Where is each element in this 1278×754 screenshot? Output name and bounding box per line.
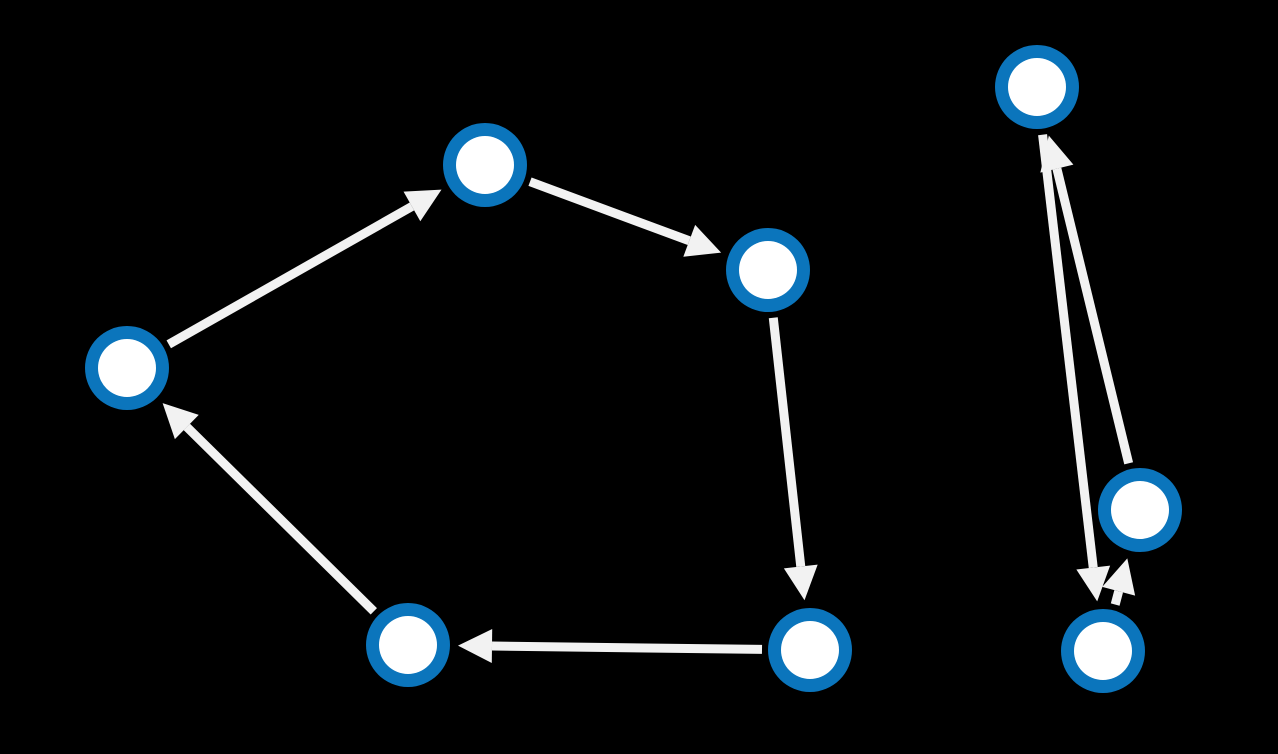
node-core: [379, 616, 437, 674]
arrowhead-icon: [683, 224, 722, 257]
graph-node[interactable]: [995, 45, 1079, 129]
graph-edge[interactable]: [166, 189, 442, 349]
graph-edge[interactable]: [1040, 135, 1134, 465]
arrowhead-icon: [783, 564, 818, 601]
arrowhead-icon: [403, 189, 442, 222]
node-core: [781, 621, 839, 679]
node-core: [1074, 622, 1132, 680]
nodes-layer: [85, 45, 1182, 693]
graph-node[interactable]: [85, 326, 169, 410]
graph-node[interactable]: [726, 228, 810, 312]
graph-edge[interactable]: [1102, 558, 1136, 606]
graph-node[interactable]: [1098, 468, 1182, 552]
graph-edge[interactable]: [528, 177, 722, 257]
arrowhead-icon: [1040, 135, 1074, 173]
arrowhead-icon: [457, 629, 493, 664]
arrowhead-icon: [1076, 565, 1111, 602]
graph-node[interactable]: [443, 123, 527, 207]
graph-edge[interactable]: [457, 629, 763, 664]
node-core: [739, 241, 797, 299]
graph-node[interactable]: [768, 608, 852, 692]
graph-node[interactable]: [1061, 609, 1145, 693]
node-core: [1008, 58, 1066, 116]
node-core: [1111, 481, 1169, 539]
edges-layer: [162, 134, 1136, 664]
node-core: [98, 339, 156, 397]
node-core: [456, 136, 514, 194]
graph-edge[interactable]: [768, 317, 818, 601]
arrowhead-icon: [1102, 558, 1136, 596]
graph-node[interactable]: [366, 603, 450, 687]
graph-edge[interactable]: [162, 403, 377, 615]
graph-edge[interactable]: [1038, 134, 1111, 602]
arrowhead-icon: [162, 403, 199, 440]
